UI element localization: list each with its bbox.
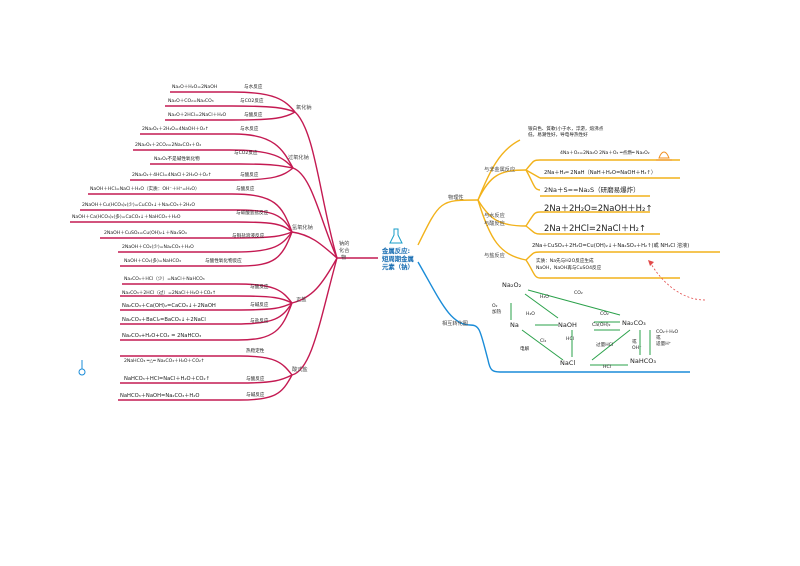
node-na2co3: Na₂CO₃ [622, 319, 646, 327]
node-na: Na [510, 321, 519, 329]
reaction-tag: 与酸反应 [236, 187, 255, 192]
branch-label: 与水反应 [484, 213, 505, 219]
equation: NaHCO₃＋HCl=NaCl＋H₂O＋CO₂↑ [124, 376, 210, 382]
branch-label: 氢氧化钠 [292, 225, 313, 231]
salt-note: 实质：Na先与H2O反应生成 [536, 259, 594, 264]
edge-label: 过量HCl [596, 343, 614, 348]
right-connectors [417, 139, 720, 279]
edge-label: O₂ 加热 [492, 304, 502, 315]
edge-label: CO₂ [600, 312, 609, 317]
node-na2o2: Na₂O₂ [502, 281, 522, 289]
reaction-tag: 与铜盐溶液反应 [232, 234, 265, 239]
reaction-tag: 与酸反应 [246, 377, 265, 382]
equation: 2NaOH＋CuSO₄=Cu(OH)₂↓＋Na₂SO₄ [104, 231, 187, 236]
equation: Na₂O₂不是碱性氧化物 [154, 157, 200, 162]
left-root-label: 化合 [339, 248, 350, 254]
branch-label: 与盐反应 [484, 253, 505, 259]
arrowhead [648, 260, 654, 266]
left-root-label: 物 [341, 255, 347, 261]
node-nacl: NaCl [560, 359, 576, 367]
center-title-line3: 元素（钠） [382, 263, 414, 271]
equation: 2Na＋2H₂O=2NaOH＋H₂↑ [544, 203, 653, 213]
branch-label: 正盐 [296, 297, 307, 303]
reaction-tag: 与水反应 [244, 85, 263, 90]
equation: Na₂CO₃+H₂O+CO₂ = 2NaHCO₃ [122, 333, 202, 339]
equation: 4Na＋O₂=2Na₂O 2Na＋O₂ ═点燃═ Na₂O₂ [560, 151, 650, 156]
equation: 2NaOH＋Cu(HCO₃)₂(少)=CuCO₃↓＋Na₂CO₃＋2H₂O [82, 203, 195, 208]
edge-label: 电解 [520, 347, 530, 352]
equation: 2NaOH＋CO₂(少)=Na₂CO₃＋H₂O [122, 245, 194, 250]
burner-icon [656, 151, 672, 161]
edge-label: H₂O [526, 312, 535, 317]
equation: NaOH＋Ca(HCO₃)₂(多)=CaCO₃↓＋NaHCO₃＋H₂O [72, 215, 181, 220]
equation: NaHCO₃＋NaOH=Na₂CO₃＋H₂O [120, 393, 200, 399]
conversion-network-lines [510, 289, 651, 366]
edge-label: CO₂ [574, 291, 583, 296]
reaction-tag: 与酸反应 [250, 285, 269, 290]
branch-label: 相互转化图 [442, 321, 468, 327]
equation: 2Na₂O₂＋2CO₂=2Na₂CO₃＋O₂ [135, 143, 202, 148]
salt-note: NaOH，NaOH再与CuSO4反应 [536, 266, 602, 271]
salt-note-arrow [649, 261, 706, 301]
edge-label: Ca(OH)₂ [592, 323, 611, 328]
equation: 2Na₂O₂＋4HCl=4NaCl＋2H₂O＋O₂↑ [132, 173, 212, 178]
reaction-tag: 与CO2反应 [234, 151, 258, 156]
reaction-tag: 与酸反应 [244, 113, 263, 118]
equation: 2Na₂O₂＋2H₂O=4NaOH＋O₂↑ [142, 127, 209, 132]
edge-label: CO₂＋H₂O 或 适量H⁺ [656, 330, 679, 347]
property-text: 银白色、質軟(小于水，浮游，熔沸点 [528, 127, 604, 132]
property-text: 低，易潮性好，导电导热性好 [528, 133, 588, 138]
branch-label: 酸式盐 [292, 367, 308, 373]
network-connector [417, 261, 690, 373]
center-title-line2: 短周期金属 [382, 255, 414, 263]
center-title-line1: 金属反应: [382, 247, 411, 255]
equation: NaOH＋CO₂(多)=NaHCO₃ [124, 259, 181, 264]
edge-label: HCl [603, 365, 611, 370]
reaction-tag: 与碱反应 [246, 393, 265, 398]
branch-label: 与非金属反应 [484, 167, 516, 173]
equation: 2Na＋CuSO₄＋2H₂O=Cu(OH)₂↓＋Na₂SO₄＋H₂↑(或 NH₄… [532, 243, 690, 249]
edge-label: 或 OH⁻ [632, 340, 642, 351]
reaction-tag: 与碱反应 [250, 303, 269, 308]
thermometer-icon [78, 360, 86, 376]
edge-label: Cl₂ [540, 339, 547, 344]
equation: Na₂O＋2HCl=2NaCl＋H₂O [168, 113, 227, 118]
equation: 2Na＋2HCl=2NaCl＋H₂↑ [544, 223, 646, 233]
reaction-tag: 与酸反应 [240, 173, 259, 178]
branch-label: 过氧化钠 [288, 155, 309, 161]
branch-label: 氧化钠 [296, 105, 312, 111]
equation: Na₂CO₃＋2HCl（过）=2NaCl＋H₂O＋CO₂↑ [122, 291, 217, 296]
reaction-tag: 与CO2反应 [240, 99, 264, 104]
flask-icon [389, 228, 403, 244]
equation: Na₂O＋CO₂=Na₂CO₃ [168, 99, 214, 104]
equation: Na₂CO₃＋Ca(OH)₂=CaCO₃↓＋2NaOH [122, 303, 216, 309]
node-nahco3: NaHCO₃ [630, 357, 656, 365]
reaction-tag: 与酸性氧化物反应 [205, 259, 242, 264]
equation: NaOH＋HCl=NaCl＋H₂O（实质：OH⁻＋H⁺=H₂O） [90, 187, 200, 192]
reaction-tag: 热稳定性 [246, 349, 265, 354]
equation: Na₂CO₃＋BaCl₂=BaCO₃↓＋2NaCl [122, 317, 206, 323]
reaction-tag: 与碳酸氢盐反应 [236, 211, 269, 216]
edge-label: H₂O [540, 295, 549, 300]
equation: Na₂O＋H₂O=2NaOH [172, 85, 218, 90]
equation: Na₂CO₃＋HCl（少）=NaCl＋NaHCO₃ [124, 277, 205, 282]
reaction-tag: 与水反应 [240, 127, 259, 132]
node-naoh: NaOH [558, 321, 577, 329]
equation: 2NaHCO₃ ═△═ Na₂CO₃＋H₂O＋CO₂↑ [124, 359, 205, 364]
equation: 2Na＋S==Na₂S（研磨易爆炸） [544, 186, 640, 194]
branch-label: 物理性 [448, 195, 464, 201]
left-root-label: 钠的 [339, 241, 350, 247]
reaction-tag: 与盐反应 [250, 319, 269, 324]
left-connectors [70, 91, 379, 401]
equation: 2Na＋H₂═ 2NaH（NaH＋H₂O=NaOH＋H₂↑） [544, 170, 657, 176]
edge-label: HCl [566, 337, 574, 342]
branch-label: 与酸反应 [484, 221, 505, 227]
